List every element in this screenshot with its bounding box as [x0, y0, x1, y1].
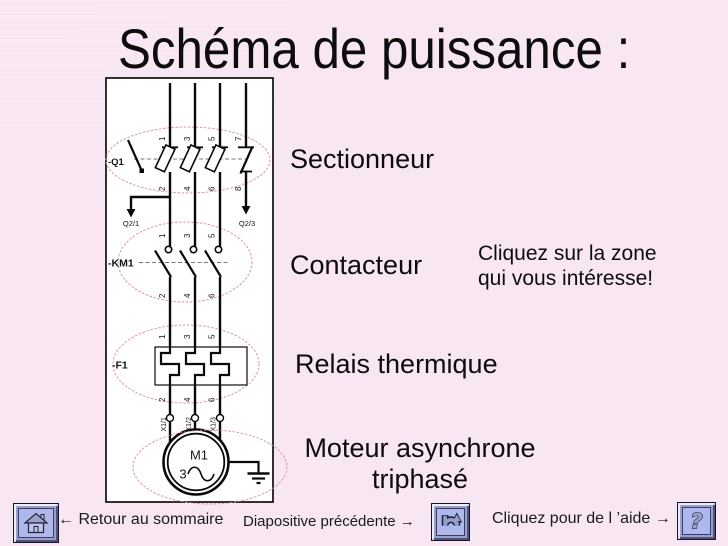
zone-relais-thermique[interactable] [112, 324, 260, 404]
previous-slide-button-face [436, 508, 465, 536]
pin-label: 4 [183, 293, 192, 298]
label-relais-thermique[interactable]: Relais thermique [295, 349, 498, 379]
terminal-label: X1/1 [161, 417, 168, 432]
zone-sectionneur[interactable] [105, 126, 271, 194]
zone-contacteur[interactable] [117, 221, 253, 303]
motor-terminals [165, 413, 225, 423]
pin-label: 2 [158, 397, 167, 402]
home-button-face [18, 508, 54, 538]
branch-label-q2-1: Q2/1 [123, 219, 139, 228]
motor-phases: 3 [179, 467, 186, 482]
pin-label: 4 [183, 186, 192, 191]
pin-label: 3 [183, 233, 192, 238]
pin-label: 6 [208, 397, 217, 402]
arrow-q2-3 [241, 206, 251, 215]
device-label-f1: -F1 [112, 360, 128, 372]
pin-label: 1 [158, 136, 167, 141]
help-link[interactable]: Cliquez pour de l ’aide → [492, 510, 671, 527]
svg-text:?: ? [690, 510, 703, 535]
help-button[interactable]: ? [677, 502, 716, 540]
terminal-label: X1/2 [186, 417, 193, 432]
pin-label: 2 [158, 293, 167, 298]
motor-symbol [162, 428, 270, 496]
home-icon [23, 512, 49, 534]
pin-label: 3 [183, 334, 192, 339]
home-button[interactable] [13, 503, 59, 543]
label-sectionneur[interactable]: Sectionneur [290, 144, 435, 174]
label-moteur-line2: triphasé [371, 464, 469, 495]
pin-label: 1 [158, 334, 167, 339]
hint-line2: qui vous intéresse! [478, 267, 654, 290]
label-moteur[interactable]: Moteur asynchrone triphasé [296, 433, 544, 495]
pin-label: 7 [234, 136, 243, 141]
pin-label: 6 [208, 186, 217, 191]
label-contacteur[interactable]: Contacteur [290, 250, 423, 280]
hint-line1: Cliquez sur la zone [478, 242, 657, 265]
pin-label: 2 [158, 186, 167, 191]
pin-label: 1 [158, 233, 167, 238]
hint-text: Cliquez sur la zone qui vous intéresse! [478, 241, 657, 291]
help-button-face: ? [682, 507, 711, 535]
pin-label: 4 [183, 397, 192, 402]
pin-label: 6 [208, 293, 217, 298]
device-label-km1: -KM1 [108, 258, 134, 270]
device-label-q1: -Q1 [108, 157, 125, 168]
branch-label-q2-3: Q2/3 [239, 219, 255, 228]
arrow-q2-1 [126, 209, 136, 218]
return-to-summary-link[interactable]: ← Retour au sommaire [58, 511, 224, 528]
pin-label: 5 [208, 233, 217, 238]
pin-label: 5 [208, 334, 217, 339]
question-mark-icon: ? [690, 509, 704, 535]
pin-label: 5 [208, 136, 217, 141]
terminal-label: X1/3 [211, 417, 218, 432]
zone-moteur[interactable] [132, 429, 288, 505]
pin-label: 8 [234, 186, 243, 191]
previous-slide-link[interactable]: Diapositive précédente → [243, 513, 415, 530]
pin-label: 3 [183, 136, 192, 141]
relais-thermique-symbol [154, 346, 248, 386]
u-turn-arrow-icon [441, 512, 463, 527]
previous-slide-button[interactable] [431, 503, 470, 541]
contacteur-symbol [139, 245, 230, 278]
power-schematic: -Q1 -KM1 -F1 Q2/1 Q2/3 M1 3 1 3 5 7 2 4 … [105, 77, 288, 505]
motor-name: M1 [190, 448, 208, 463]
label-moteur-line1: Moteur asynchrone [304, 433, 536, 463]
page-title: Schéma de puissance : [118, 17, 631, 80]
sectionneur-symbol [126, 139, 254, 174]
phase-lines [129, 83, 248, 442]
